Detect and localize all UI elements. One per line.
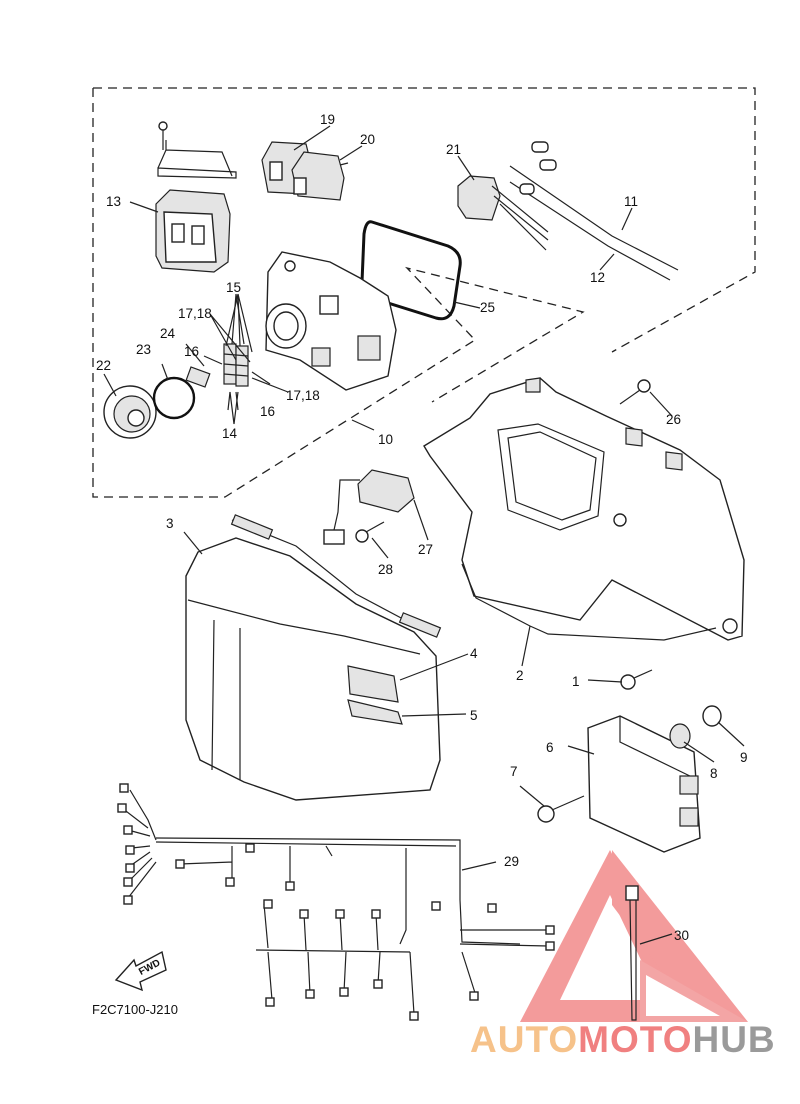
gasket-part-25 — [360, 220, 462, 321]
watermark-wordmark: AUTOMOTOHUB — [470, 1018, 792, 1062]
electrical-box-part-10 — [265, 251, 397, 391]
callout-22: 22 — [96, 358, 111, 373]
callout-9: 9 — [740, 750, 748, 765]
relay-part-20 — [291, 151, 349, 201]
leader-lines — [103, 125, 745, 945]
callout-16-upper: 16 — [184, 344, 199, 359]
bolt-part-26 — [619, 379, 651, 405]
callout-24: 24 — [160, 326, 176, 341]
callout-3: 3 — [166, 516, 174, 531]
bolt-part-28 — [355, 521, 385, 543]
callout-8: 8 — [710, 766, 718, 781]
callout-2: 2 — [516, 668, 524, 683]
watermark-hub: HUB — [692, 1019, 776, 1060]
callout-25: 25 — [480, 300, 495, 315]
callout-28: 28 — [378, 562, 393, 577]
callout-29: 29 — [504, 854, 519, 869]
cap-part-22 — [103, 385, 157, 439]
collar-part-9 — [702, 705, 722, 727]
callout-7: 7 — [510, 764, 518, 779]
callout-5: 5 — [470, 708, 478, 723]
callout-20: 20 — [360, 132, 375, 147]
watermark-auto: AUTO — [470, 1019, 579, 1060]
callout-26: 26 — [666, 412, 681, 427]
sensor-part-27 — [323, 469, 415, 545]
ecu-part-6 — [587, 715, 701, 853]
callout-17-18-upper: 17,18 — [178, 306, 212, 321]
watermark-triangle-logo — [520, 850, 748, 1022]
callout-27: 27 — [418, 542, 433, 557]
callout-13: 13 — [106, 194, 121, 209]
cover-part-3 — [185, 514, 442, 801]
callout-11: 11 — [624, 194, 638, 209]
callout-30: 30 — [674, 928, 689, 943]
base-plate-part-2 — [423, 377, 745, 641]
callout-14: 14 — [222, 426, 238, 441]
bolt-part-1 — [620, 669, 653, 690]
o-ring-part-23 — [152, 376, 196, 420]
callout-16-lower: 16 — [260, 404, 275, 419]
callout-1: 1 — [572, 674, 580, 689]
cable-tie-part-30 — [625, 885, 639, 1021]
callout-labels: 19 20 21 13 11 12 15 25 17,18 24 23 16 2… — [96, 112, 748, 943]
fwd-arrow-icon — [114, 950, 167, 992]
callout-12: 12 — [590, 270, 605, 285]
callout-15: 15 — [226, 280, 241, 295]
callout-21: 21 — [446, 142, 461, 157]
callout-23: 23 — [136, 342, 151, 357]
connector-part-24 — [185, 366, 211, 388]
callout-19: 19 — [320, 112, 335, 127]
callout-17-18-lower: 17,18 — [286, 388, 320, 403]
rectifier-part-13 — [155, 121, 237, 273]
assembly-boundary-10 — [92, 87, 756, 498]
callout-4: 4 — [470, 646, 478, 661]
ignition-coil-part-21 — [457, 141, 679, 281]
bolt-part-7 — [537, 795, 585, 823]
watermark-moto: MOTO — [578, 1019, 693, 1060]
callout-6: 6 — [546, 740, 554, 755]
wire-harness-part-29 — [117, 783, 555, 1021]
drawing-code: F2C7100-J210 — [92, 1002, 178, 1017]
callout-10: 10 — [378, 432, 393, 447]
